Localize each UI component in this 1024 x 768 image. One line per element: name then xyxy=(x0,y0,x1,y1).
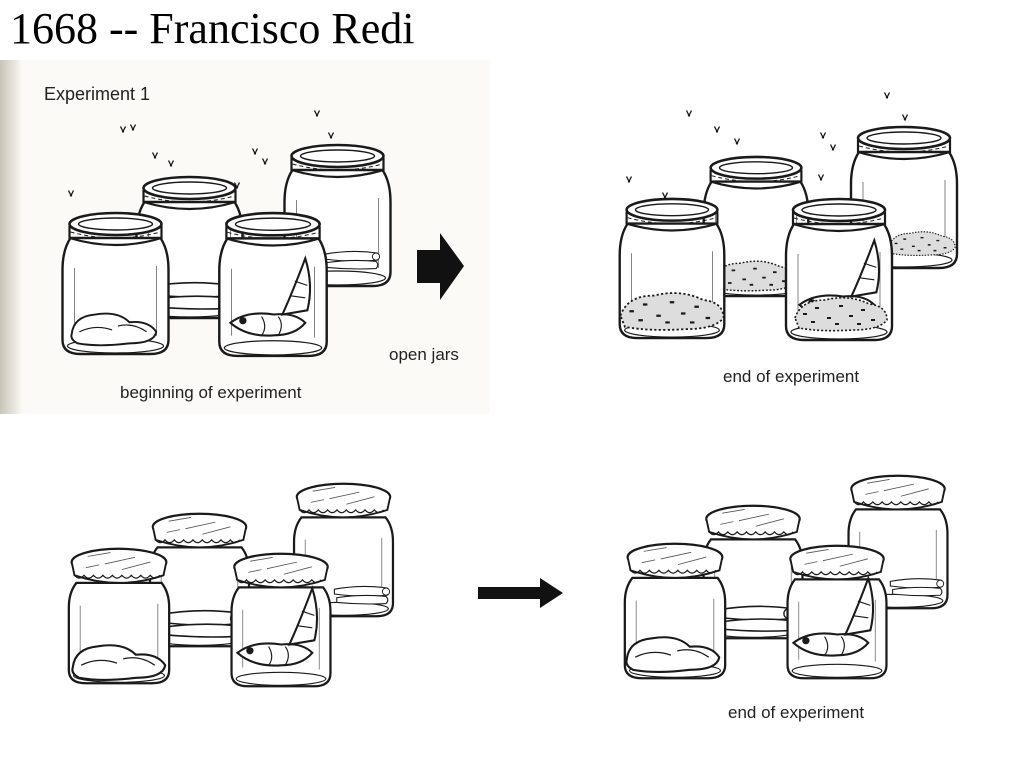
open-jars-caption: open jars xyxy=(389,345,459,364)
slide-title: 1668 -- Francisco Redi xyxy=(10,4,415,53)
arrow-right-icon xyxy=(478,578,563,608)
beginning-caption: beginning of experiment xyxy=(120,383,302,402)
open-jars-beginning-group xyxy=(61,109,392,358)
open-jars-end-group xyxy=(618,91,959,342)
scan-edge-shadow xyxy=(0,60,22,414)
end-caption-open-jars: end of experiment xyxy=(723,367,860,386)
block-arrow-right-icon xyxy=(417,233,464,300)
covered-jars-end-group xyxy=(623,474,949,680)
covered-jars-beginning-group xyxy=(67,482,395,688)
experiment-heading: Experiment 1 xyxy=(44,84,151,104)
end-caption-covered-jars: end of experiment xyxy=(728,703,865,722)
